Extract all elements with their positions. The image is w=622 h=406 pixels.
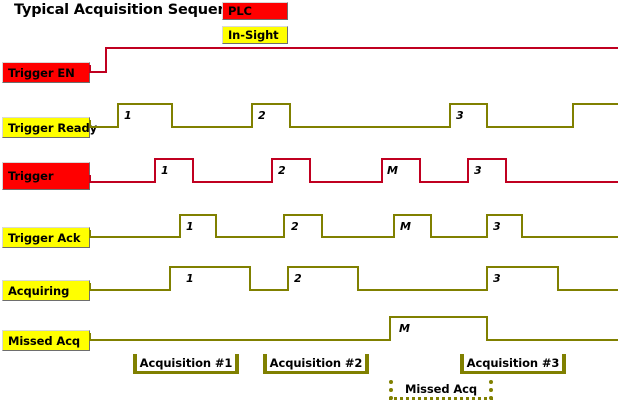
waveform-trigger-ready bbox=[90, 103, 618, 128]
pulse-label: 1 bbox=[186, 272, 194, 285]
legend-item-plc: PLC bbox=[222, 2, 288, 20]
acquisition-bracket-label: Acquisition #1 bbox=[139, 355, 233, 370]
acquisition-bracket-label: Acquisition #2 bbox=[269, 355, 363, 370]
signal-label-text: Trigger EN bbox=[8, 65, 75, 80]
acquisition-bracket-1: Acquisition #1 bbox=[133, 354, 239, 374]
signal-label-trigger: Trigger bbox=[2, 162, 90, 190]
signal-label-acquiring: Acquiring bbox=[2, 280, 90, 301]
pulse-label: 2 bbox=[278, 164, 286, 177]
pulse-label: M bbox=[400, 220, 411, 233]
signal-label-trigger-ack: Trigger Ack bbox=[2, 227, 90, 248]
signal-label-text: Trigger Ready bbox=[8, 120, 97, 135]
pulse-label: 2 bbox=[258, 109, 266, 122]
pulse-label: 3 bbox=[474, 164, 482, 177]
pulse-label: 3 bbox=[493, 272, 501, 285]
waveform-trigger bbox=[90, 158, 618, 183]
pulse-label: M bbox=[387, 164, 398, 177]
pulse-label: 3 bbox=[456, 109, 464, 122]
signal-label-missed-acq: Missed Acq bbox=[2, 330, 90, 351]
signal-label-trigger-en: Trigger EN bbox=[2, 62, 90, 83]
acquisition-bracket-2: Acquisition #2 bbox=[263, 354, 369, 374]
waveform-trigger-en bbox=[90, 47, 618, 73]
pulse-label: 2 bbox=[294, 272, 302, 285]
pulse-label: 1 bbox=[161, 164, 169, 177]
legend-label-insight: In-Sight bbox=[228, 28, 279, 42]
waveform-missed-acq bbox=[90, 316, 618, 341]
missed-acq-bracket-label: Missed Acq bbox=[404, 381, 478, 396]
signal-label-text: Missed Acq bbox=[8, 333, 81, 348]
pulse-label: M bbox=[399, 322, 410, 335]
legend-label-plc: PLC bbox=[228, 4, 252, 18]
waveform-trigger-ack bbox=[90, 214, 618, 238]
waveform-acquiring bbox=[90, 266, 618, 291]
page-title: Typical Acquisition Sequence bbox=[14, 2, 246, 18]
legend-item-insight: In-Sight bbox=[222, 26, 288, 44]
signal-label-text: Trigger Ack bbox=[8, 230, 81, 245]
missed-acq-bracket: Missed Acq bbox=[389, 380, 493, 400]
pulse-label: 2 bbox=[291, 220, 299, 233]
acquisition-bracket-label: Acquisition #3 bbox=[466, 355, 560, 370]
signal-label-text: Trigger bbox=[8, 169, 54, 183]
pulse-label: 3 bbox=[493, 220, 501, 233]
pulse-label: 1 bbox=[124, 109, 132, 122]
acquisition-bracket-3: Acquisition #3 bbox=[460, 354, 566, 374]
signal-label-text: Acquiring bbox=[8, 283, 70, 298]
signal-label-trigger-ready: Trigger Ready bbox=[2, 117, 97, 138]
pulse-label: 1 bbox=[186, 220, 194, 233]
